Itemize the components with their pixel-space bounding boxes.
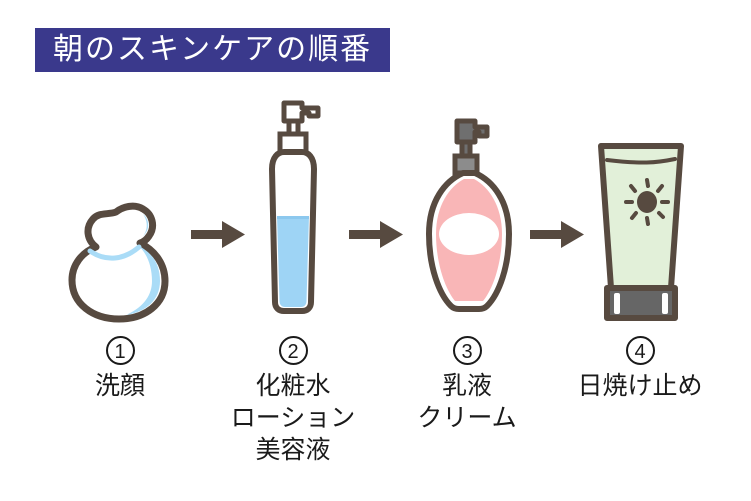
sunscreen-tube-icon <box>592 140 690 324</box>
step-label-line: 化粧水 <box>255 372 331 400</box>
foam-icon <box>60 202 178 324</box>
step-2-label: 2 化粧水 ローション 美容液 <box>211 336 375 466</box>
step-number-badge: 3 <box>452 336 482 365</box>
step-number-badge: 4 <box>625 336 655 365</box>
arrow-right-icon <box>349 221 403 248</box>
lotion-bottle-icon <box>419 115 519 315</box>
step-3-label: 3 乳液 クリーム <box>385 336 549 434</box>
step-label-line: ローション <box>230 404 356 432</box>
pump-bottle-icon <box>254 99 332 317</box>
step-label-line: 洗顔 <box>94 372 145 400</box>
page-title: 朝のスキンケアの順番 <box>35 28 391 72</box>
arrow-right-icon <box>191 221 245 248</box>
step-label-line: 美容液 <box>255 436 331 464</box>
step-number-badge: 2 <box>278 336 308 365</box>
arrow-right-icon <box>530 221 584 248</box>
step-number-badge: 1 <box>105 336 135 365</box>
step-label-line: クリーム <box>417 404 517 432</box>
step-1-label: 1 洗顔 <box>38 336 202 402</box>
step-4-label: 4 日焼け止め <box>558 336 722 402</box>
step-label-line: 乳液 <box>441 372 492 400</box>
step-label-line: 日焼け止め <box>577 372 703 400</box>
